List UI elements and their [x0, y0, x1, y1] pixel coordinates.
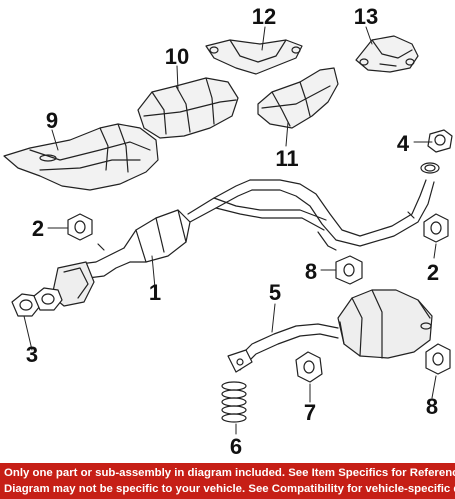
callout-10: 10: [165, 44, 189, 69]
callout-9: 9: [46, 108, 58, 133]
hanger-left-2: [67, 213, 93, 241]
callout-5: 5: [269, 280, 281, 305]
callout-8-lower: 8: [426, 394, 438, 419]
callout-6: 6: [230, 434, 242, 459]
leader-lines: [23, 26, 437, 435]
callout-2-right: 2: [427, 260, 439, 285]
hanger-right-2: [423, 213, 449, 243]
hanger-lower-8: [425, 343, 451, 375]
disclaimer-banner: Only one part or sub-assembly in diagram…: [0, 463, 455, 499]
hanger-upper-8: [335, 255, 363, 285]
hanger-7: [295, 351, 323, 383]
heat-shield-front: [3, 123, 159, 191]
callout-4: 4: [397, 131, 410, 156]
muffler-tailpipe: [227, 289, 433, 373]
callout-1: 1: [149, 280, 161, 305]
heat-shield-upper-right: [355, 35, 419, 73]
gasket-front: [11, 293, 41, 317]
callout-2-left: 2: [32, 216, 44, 241]
hanger-insulator-4: [427, 129, 453, 153]
exhaust-system-diagram: 1 2 2 3 4 5 6 7 8 8 9 10 11 12 13: [3, 4, 453, 459]
disclaimer-line-1: Only one part or sub-assembly in diagram…: [4, 467, 455, 479]
disclaimer-line-2: Diagram may not be specific to your vehi…: [4, 483, 455, 495]
callout-3: 3: [26, 342, 38, 367]
callout-numbers: 1 2 2 3 4 5 6 7 8 8 9 10 11 12 13: [26, 4, 439, 459]
gasket-second: [33, 287, 63, 311]
callout-11: 11: [275, 146, 298, 171]
callout-13: 13: [354, 4, 378, 29]
heat-shield-rear: [257, 67, 339, 129]
callout-7: 7: [304, 400, 316, 425]
callout-12: 12: [252, 4, 276, 29]
spring: [221, 381, 247, 423]
heat-shield-center: [137, 77, 239, 139]
callout-8-upper: 8: [305, 259, 317, 284]
heat-shield-upper: [205, 39, 303, 75]
